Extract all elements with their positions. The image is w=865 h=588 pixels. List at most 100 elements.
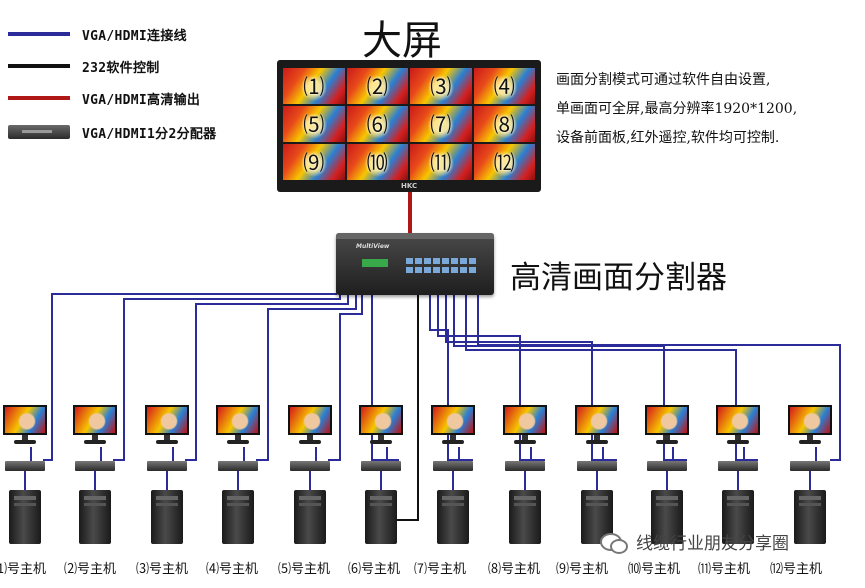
host-monitor (788, 405, 832, 447)
tile-number: ⑼ (303, 151, 325, 175)
legend-item-232: 232软件控制 (8, 54, 268, 78)
host-pc-icon (651, 490, 683, 544)
host-pc-icon (437, 490, 469, 544)
host-label: ⑹号主机 (348, 562, 401, 577)
description: 画面分割模式可通过软件自由设置, 单画面可全屏,最高分辨率1920*1200, … (556, 66, 861, 153)
host-label: ⑷号主机 (206, 562, 259, 577)
splitter-device-icon (505, 461, 545, 471)
video-wall-tile: ⑼ (283, 144, 345, 180)
host-label: ⑾号主机 (698, 562, 751, 577)
host-label: ⑼号主机 (556, 562, 609, 577)
cable-line (445, 295, 617, 461)
host-pc-icon (794, 490, 826, 544)
host-label: ⑺号主机 (414, 562, 467, 577)
host-monitor (288, 405, 332, 447)
splitter-device-icon (790, 461, 830, 471)
host-monitor (503, 405, 547, 447)
splitter-device-icon (433, 461, 473, 471)
video-wall-tile: ⑾ (410, 144, 472, 180)
host-monitor (359, 405, 403, 447)
host-monitor (716, 405, 760, 447)
cable-line (437, 295, 545, 461)
description-line: 单画面可全屏,最高分辨率1920*1200, (556, 101, 798, 117)
host-pc-icon (294, 490, 326, 544)
tile-number: ⑽ (366, 151, 388, 175)
host-monitor (216, 405, 260, 447)
splitter-device-icon (718, 461, 758, 471)
tile-number: ⑶ (430, 75, 452, 99)
tile-number: ⑷ (493, 75, 515, 99)
splitter-device-icon (218, 461, 258, 471)
host-label: ⑿号主机 (770, 562, 823, 577)
host-monitor (431, 405, 475, 447)
video-processor: MultiView (336, 233, 494, 295)
splitter-device-icon (361, 461, 401, 471)
host-pc-icon (365, 490, 397, 544)
video-wall-tile: ⑶ (410, 68, 472, 104)
host-pc-icon (509, 490, 541, 544)
host-pc-icon (9, 490, 41, 544)
cable-line (429, 295, 473, 461)
legend: VGA/HDMI连接线 232软件控制 VGA/HDMI高清输出 VGA/HDM… (8, 16, 258, 146)
description-line: 画面分割模式可通过软件自由设置, (556, 72, 771, 88)
video-wall-tile: ⑸ (283, 106, 345, 142)
cable-line (256, 295, 357, 461)
legend-label: VGA/HDMI高清输出 (82, 92, 201, 108)
splitter-device-icon (647, 461, 687, 471)
host-pc-icon (79, 490, 111, 544)
video-wall-tile: ⑻ (473, 106, 535, 142)
host-monitor (575, 405, 619, 447)
host-monitor (73, 405, 117, 447)
host-pc-icon (222, 490, 254, 544)
red-line-icon (8, 96, 70, 100)
cable-line (371, 295, 399, 461)
host-monitor (145, 405, 189, 447)
black-line-icon (8, 64, 70, 68)
video-wall: ⑴ ⑵ ⑶ ⑷ ⑸⑹ ⑺ ⑻ ⑼ ⑽ ⑾⑿ HKC (277, 60, 541, 192)
host-label: ⑵号主机 (64, 562, 117, 577)
tile-number: ⑹ (366, 113, 388, 137)
processor-brand: MultiView (356, 243, 390, 250)
processor-keypad (406, 258, 476, 274)
splitter-device-icon (8, 125, 70, 139)
tile-number: ⑺ (430, 113, 452, 137)
cable-line (477, 295, 841, 461)
legend-item-vga: VGA/HDMI连接线 (8, 22, 268, 46)
video-wall-tile: ⑵ (346, 68, 408, 104)
splitter-device-icon (75, 461, 115, 471)
host-pc-icon (151, 490, 183, 544)
video-wall-tile: ⑹ (346, 106, 408, 142)
legend-item-splitter: VGA/HDMI1分2分配器 (8, 120, 268, 144)
processor-title: 高清画面分割器 (510, 260, 727, 296)
host-label: ⑻号主机 (488, 562, 541, 577)
tile-number: ⑾ (430, 151, 452, 175)
screen-title: 大屏 (362, 18, 442, 64)
legend-label: VGA/HDMI1分2分配器 (82, 126, 217, 142)
tile-number: ⑵ (366, 75, 388, 99)
host-label: ⑽号主机 (628, 562, 681, 577)
video-wall-tile: ⑺ (410, 106, 472, 142)
legend-label: VGA/HDMI连接线 (82, 28, 187, 44)
video-wall-tile: ⑴ (283, 68, 345, 104)
blue-line-icon (8, 32, 70, 36)
legend-item-hd-output: VGA/HDMI高清输出 (8, 86, 268, 110)
wechat-icon (600, 531, 628, 554)
video-wall-brand: HKC (401, 182, 418, 190)
legend-label: 232软件控制 (82, 60, 160, 76)
watermark: 线缆行业朋友分享圈 (600, 529, 789, 554)
watermark-text: 线缆行业朋友分享圈 (636, 534, 789, 554)
host-label: ⑸号主机 (278, 562, 331, 577)
tile-number: ⑴ (303, 75, 325, 99)
host-monitor (645, 405, 689, 447)
video-wall-tile: ⑷ (473, 68, 535, 104)
splitter-device-icon (5, 461, 45, 471)
splitter-device-icon (290, 461, 330, 471)
cable-line (328, 295, 363, 461)
splitter-device-icon (577, 461, 617, 471)
video-wall-tile: ⑿ (473, 144, 535, 180)
splitter-device-icon (147, 461, 187, 471)
host-label: ⑶号主机 (136, 562, 189, 577)
host-pc-icon (722, 490, 754, 544)
tile-number: ⑻ (493, 113, 515, 137)
